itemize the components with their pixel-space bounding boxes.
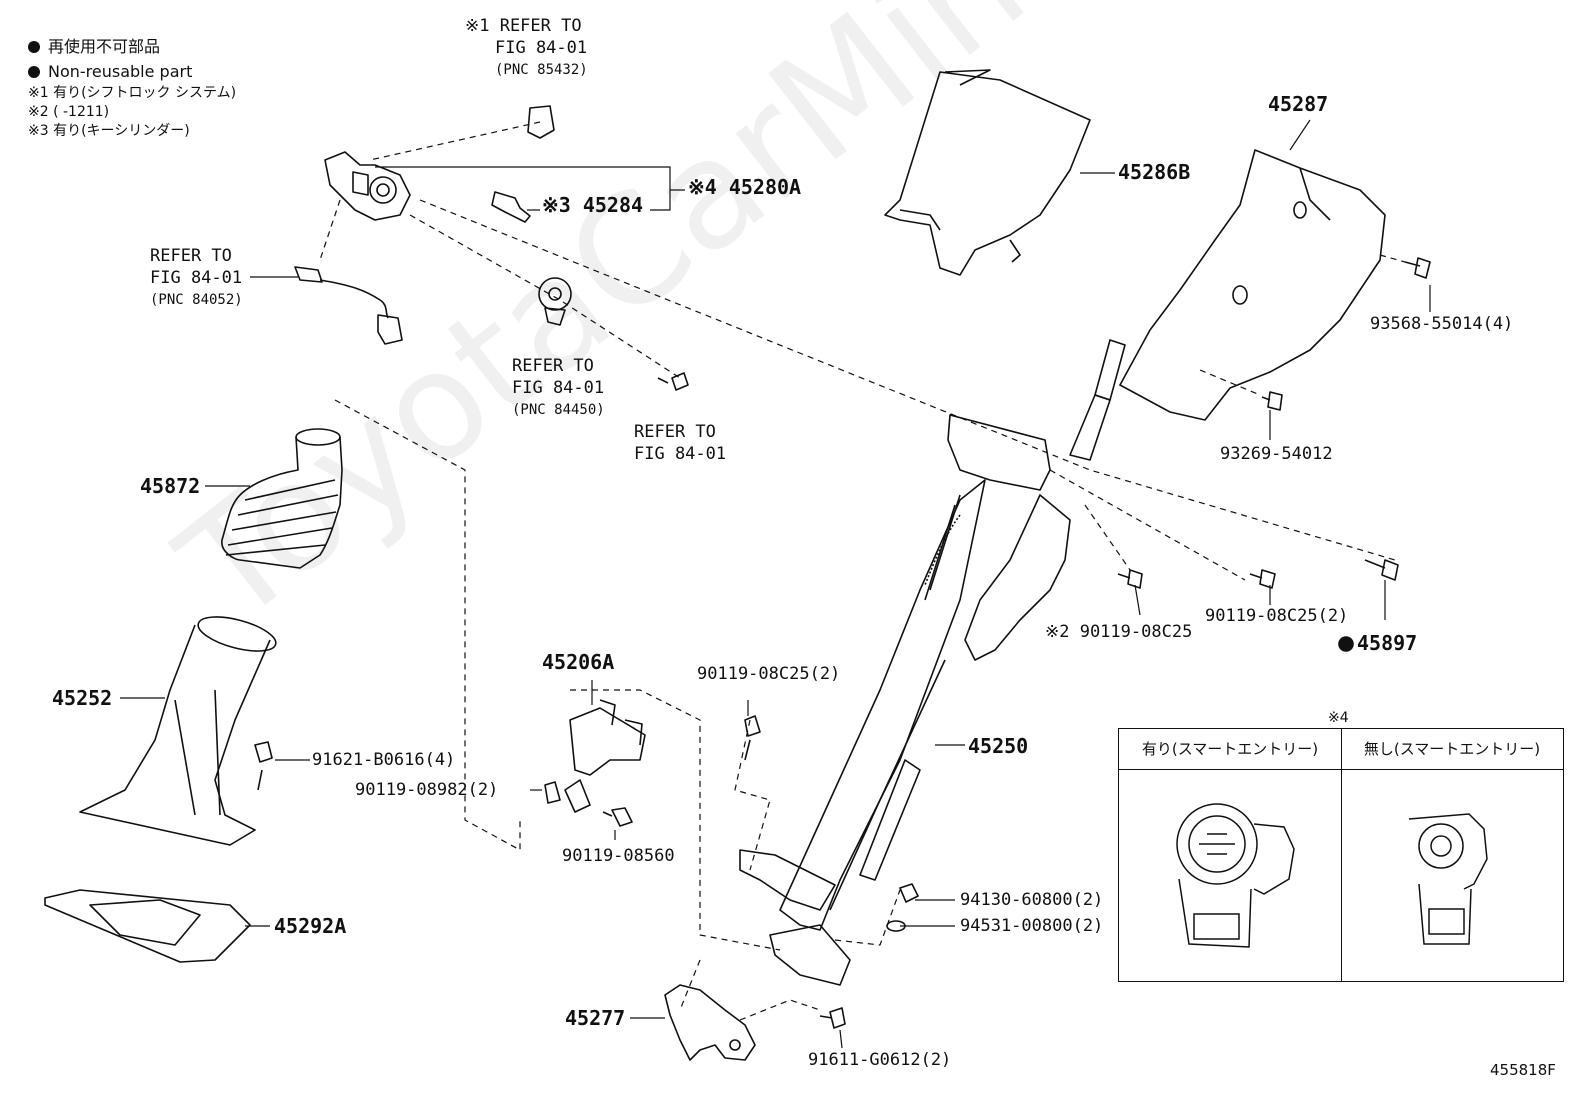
bolt-45897-shape <box>1364 559 1399 581</box>
label-94130: 94130-60800(2) <box>960 890 1104 910</box>
label-93568: 93568-55014(4) <box>1370 314 1514 334</box>
inset-divider <box>1341 729 1342 981</box>
ref1-mark: ※1 REFER TO <box>465 16 582 36</box>
dashed-relation-lines <box>319 121 1406 1021</box>
inset-table: 有り(スマートエントリー) 無し(スマートエントリー) <box>1118 728 1564 982</box>
label-90119-08982: 90119-08982(2) <box>355 780 499 800</box>
label-45206A: 45206A <box>542 650 615 674</box>
inset-header-right: 無し(スマートエントリー) <box>1341 729 1563 770</box>
label-45280A: ※4 45280A <box>688 175 802 199</box>
label-45250: 45250 <box>968 734 1029 758</box>
ref4-fig: FIG 84-01 <box>634 444 727 464</box>
legend-en: Non-reusable part <box>48 62 193 81</box>
label-45897: 45897 <box>1357 631 1418 655</box>
label-45277: 45277 <box>565 1006 626 1030</box>
switch-with-smart-entry-shape <box>1176 803 1295 948</box>
bullet-icon <box>28 40 40 53</box>
leader-lines <box>120 119 1431 1049</box>
shift-lock-shape <box>527 105 555 139</box>
universal-joint-shape <box>564 699 646 813</box>
boot-shape <box>221 428 343 569</box>
label-90119-08560: 90119-08560 <box>562 846 675 866</box>
label-90119-08C25-top: 90119-08C25(2) <box>697 664 841 684</box>
ref1-fig: FIG 84-01 <box>495 38 588 58</box>
label-91621: 91621-B0616(4) <box>312 750 456 770</box>
bolt-08982-shape <box>544 781 561 804</box>
label-91611: 91611-G0612(2) <box>808 1050 952 1070</box>
label-45284: ※3 45284 <box>542 193 644 217</box>
ref3-fig: FIG 84-01 <box>512 378 605 398</box>
label-94531: 94531-00800(2) <box>960 916 1104 936</box>
label-90119-08C25-mid: ※2 90119-08C25 <box>1045 622 1193 642</box>
switch-without-smart-entry-shape <box>1408 813 1488 945</box>
screw-93568-shape <box>1404 257 1431 279</box>
ref3-pnc: (PNC 84450) <box>512 402 605 418</box>
ref2-fig: FIG 84-01 <box>150 268 243 288</box>
ref3-refer: REFER TO <box>512 356 594 376</box>
bolt-c25-a-shape <box>1249 569 1276 589</box>
legend-jp: 再使用不可部品 <box>48 37 161 56</box>
label-45872: 45872 <box>140 474 201 498</box>
steering-column-shape <box>739 339 1126 986</box>
bolt-91611-shape <box>819 1007 846 1029</box>
bracket-shape <box>664 984 756 1061</box>
ignition-switch-shape <box>324 151 411 221</box>
label-45286B: 45286B <box>1118 160 1191 184</box>
legend-note-3: ※3 有り(キーシリンダー) <box>28 123 190 139</box>
label-45292A: 45292A <box>274 914 347 938</box>
legend-note-1: ※1 有り(シフトロック システム) <box>28 85 237 101</box>
plate-shape <box>44 889 251 963</box>
legend-note-2: ※2 ( -1211) <box>28 104 110 120</box>
bolt-08560-shape <box>602 807 633 827</box>
figure-code: 455818F <box>1490 1061 1556 1079</box>
lower-cover-shape <box>1119 149 1386 421</box>
inset-mark: ※4 <box>1328 710 1349 726</box>
bolt-c25-b-shape <box>1117 569 1143 589</box>
label-93269: 93269-54012 <box>1220 444 1333 464</box>
nut-94130-shape <box>899 883 919 903</box>
bolt-91621-shape <box>254 741 273 791</box>
bullet-icon <box>28 65 40 78</box>
ref2-pnc: (PNC 84052) <box>150 292 243 308</box>
inset-drawing <box>1176 803 1488 948</box>
label-90119-08C25-right: 90119-08C25(2) <box>1205 606 1349 626</box>
label-45287: 45287 <box>1268 92 1329 116</box>
legend: 再使用不可部品 Non-reusable part ※1 有り(シフトロック シ… <box>28 34 236 141</box>
tube-shape <box>79 616 277 846</box>
ref1-pnc: (PNC 85432) <box>495 62 588 78</box>
label-45252: 45252 <box>52 686 113 710</box>
upper-cover-shape <box>884 69 1091 276</box>
key-cylinder-shape <box>491 191 531 223</box>
ref2-refer: REFER TO <box>150 246 232 266</box>
nonreusable-dot <box>1338 636 1354 652</box>
wire-harness-shape <box>294 266 403 345</box>
bolt-c25-top-shape <box>744 715 761 761</box>
ref4-refer: REFER TO <box>634 422 716 442</box>
sensor-shape <box>538 277 572 326</box>
screw-93269-shape <box>1261 391 1283 411</box>
inset-header-left: 有り(スマートエントリー) <box>1119 729 1341 770</box>
screw-shape <box>657 372 689 391</box>
